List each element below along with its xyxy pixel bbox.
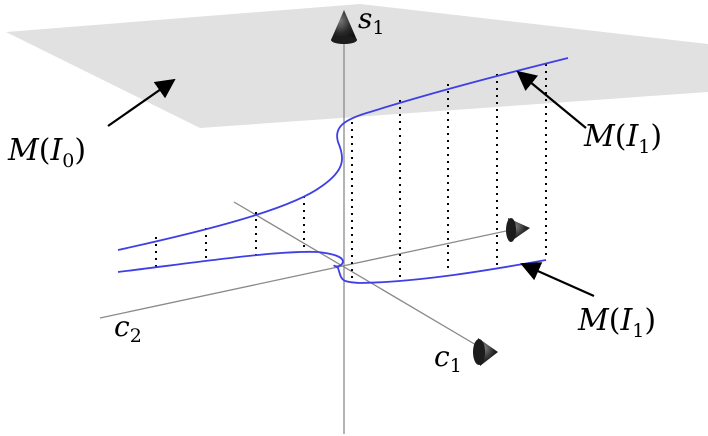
c1-arrowhead-icon: [473, 338, 498, 366]
label-c2-axis: c2: [114, 310, 142, 347]
leader-arrow-plane: [107, 78, 176, 127]
s1-arrowhead-icon: [331, 10, 357, 44]
plane-surface: [6, 4, 708, 128]
label-lower-curve: M(I1): [577, 303, 656, 342]
c1-axis: [233, 201, 489, 353]
label-plane: M(I0): [7, 133, 86, 172]
label-s1-axis: s1: [358, 2, 384, 39]
upper-curve: [117, 57, 569, 251]
c2-arrowhead-icon: [506, 218, 530, 242]
label-upper-curve: M(I1): [583, 119, 662, 158]
dotted-connectors: [155, 64, 547, 282]
label-c1-axis: c1: [434, 340, 462, 377]
c2-axis: [99, 227, 521, 319]
leader-arrow-upper: [516, 70, 587, 129]
leader-arrow-lower: [520, 262, 595, 298]
lower-curve: [117, 250, 547, 284]
